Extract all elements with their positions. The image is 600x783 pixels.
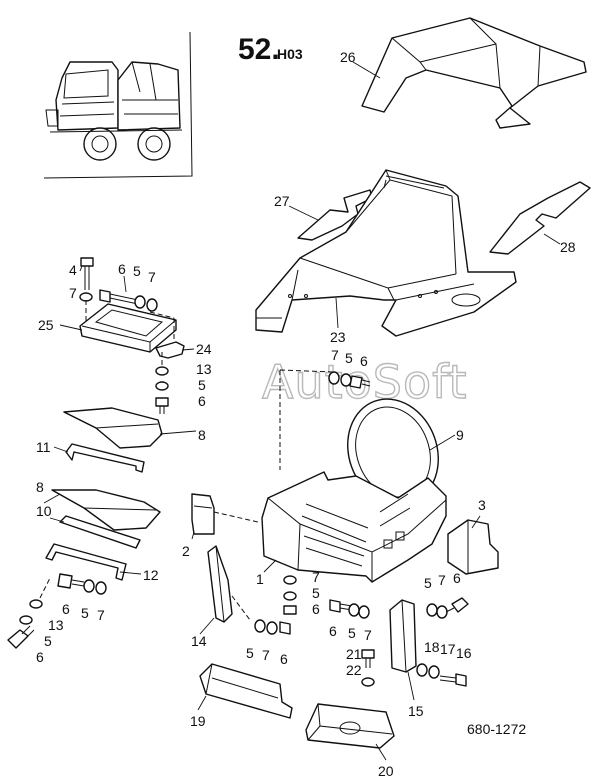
callout-24: 24 (196, 341, 212, 357)
callout-20: 20 (378, 763, 394, 779)
callout-12: 12 (143, 567, 159, 583)
callout-5: 5 (44, 633, 52, 649)
callout-labels: 26 27 28 23 4 6 5 7 7 25 24 13 5 6 7 5 6… (36, 49, 576, 779)
part-15-angle-bracket (389, 599, 417, 673)
callout-6: 6 (360, 353, 368, 369)
callout-6: 6 (312, 601, 320, 617)
callout-21: 21 (346, 646, 362, 662)
part-26-top-cover (361, 17, 587, 129)
callout-9: 9 (456, 427, 464, 443)
callout-25: 25 (38, 317, 54, 333)
part-28-side-panel-right (489, 181, 591, 255)
section-header: 52. H03 (238, 33, 303, 66)
callout-7: 7 (148, 269, 156, 285)
part-3-bracket-plate (447, 519, 499, 575)
callout-5: 5 (345, 350, 353, 366)
callout-5: 5 (312, 585, 320, 601)
part-8-guide-plate-upper (63, 407, 163, 449)
part-12-clamp-bracket (45, 543, 127, 581)
callout-13: 13 (48, 617, 64, 633)
callout-6: 6 (453, 570, 461, 586)
callout-7: 7 (97, 607, 105, 623)
callout-17: 17 (440, 641, 456, 657)
section-suffix: H03 (277, 46, 303, 62)
part-10-strip (59, 515, 141, 549)
callout-6: 6 (329, 623, 337, 639)
callout-28: 28 (560, 239, 576, 255)
callout-18: 18 (424, 639, 440, 655)
callout-7: 7 (364, 627, 372, 643)
callout-16: 16 (456, 645, 472, 661)
callout-5: 5 (198, 377, 206, 393)
hardware-group-center-right (329, 599, 370, 619)
part-14-angle-bracket (207, 545, 251, 623)
part-24-bracket (155, 341, 185, 359)
part-25-mounting-plate (79, 303, 177, 353)
callout-27: 27 (274, 193, 290, 209)
callout-22: 22 (346, 662, 362, 678)
callout-14: 14 (191, 633, 207, 649)
hardware-group-center (254, 575, 297, 635)
callout-19: 19 (190, 713, 206, 729)
callout-2: 2 (182, 543, 190, 559)
callout-6: 6 (62, 601, 70, 617)
callout-6: 6 (118, 261, 126, 277)
part-20-cover-plate (305, 703, 395, 749)
hardware-group-right (361, 597, 469, 687)
callout-4: 4 (69, 262, 77, 278)
hardware-group-lower-left (7, 573, 107, 649)
callout-13: 13 (196, 361, 212, 377)
callout-7: 7 (312, 569, 320, 585)
part-1-frame-support (261, 369, 447, 583)
callout-7: 7 (438, 572, 446, 588)
callout-6: 6 (36, 649, 44, 665)
callout-6: 6 (198, 393, 206, 409)
callout-5: 5 (424, 575, 432, 591)
callout-8: 8 (36, 479, 44, 495)
leader-lines (43, 61, 561, 761)
callout-6: 6 (280, 651, 288, 667)
hardware-group-upper-left (79, 257, 175, 342)
callout-3: 3 (478, 497, 486, 513)
part-11-clamp-bracket (65, 443, 145, 473)
vehicle-location-thumbnail (43, 31, 193, 179)
callout-15: 15 (408, 703, 424, 719)
watermark-text: AutoSoft (262, 355, 468, 409)
callout-5: 5 (133, 263, 141, 279)
part-23-engine-cover (255, 169, 517, 337)
callout-5: 5 (348, 625, 356, 641)
hardware-group-upper-center (328, 371, 371, 389)
callout-8: 8 (198, 427, 206, 443)
section-number: 52. (238, 33, 280, 66)
callout-7: 7 (69, 285, 77, 301)
callout-11: 11 (36, 439, 51, 455)
callout-7: 7 (331, 347, 339, 363)
callout-5: 5 (81, 605, 89, 621)
callout-23: 23 (330, 329, 346, 345)
part-19-angle-plate (199, 663, 293, 719)
callout-7: 7 (262, 647, 270, 663)
drawing-number: 680-1272 (467, 721, 526, 737)
callout-10: 10 (36, 503, 52, 519)
part-2-bracket-plate (191, 493, 259, 535)
callout-5: 5 (246, 645, 254, 661)
part-8-guide-plate-lower (51, 489, 161, 531)
hardware-group-13-5-6 (155, 352, 169, 414)
callout-1: 1 (256, 571, 264, 587)
callout-26: 26 (340, 49, 356, 65)
